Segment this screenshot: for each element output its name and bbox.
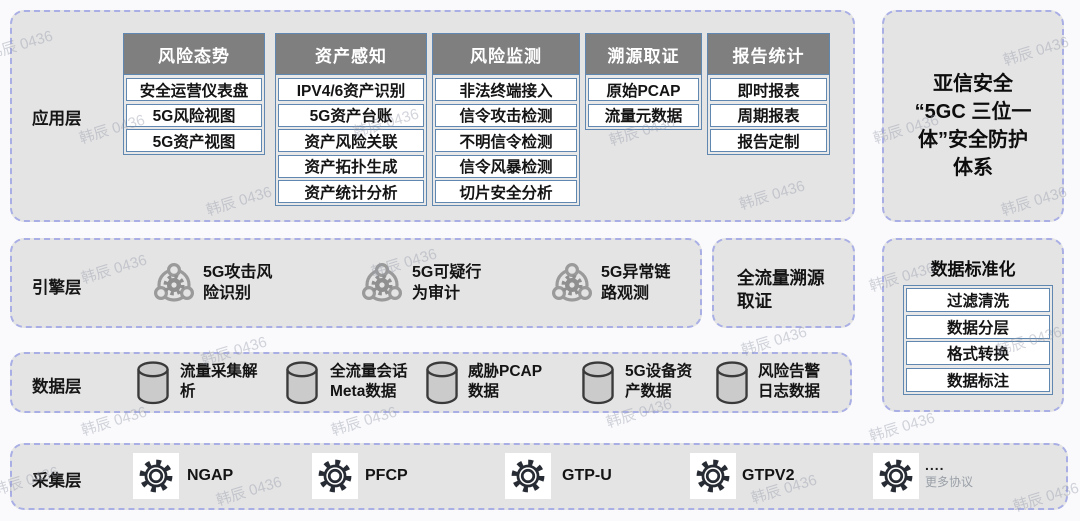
database-icon — [582, 361, 614, 405]
standardization-cell: 格式转换 — [906, 341, 1050, 366]
data-store-label: 5G设备资 产数据 — [625, 363, 693, 400]
engine-layer-label: 引擎层 — [32, 279, 82, 297]
gear-icon — [318, 459, 352, 493]
database-icon-wrap — [422, 359, 462, 412]
app-column-cell: 流量元数据 — [588, 103, 699, 127]
database-icon-wrap — [712, 359, 752, 412]
engine-icon-wrap — [358, 259, 406, 312]
engine-icon-wrap — [150, 259, 198, 312]
app-column-cell: 安全运营仪表盘 — [126, 78, 262, 101]
full-traffic-forensics-panel — [712, 238, 855, 328]
app-column-cell: 报告定制 — [710, 129, 827, 153]
database-icon — [716, 361, 748, 405]
gear-icon — [511, 459, 545, 493]
gear-chip — [690, 453, 736, 499]
protocol-label: PFCP — [365, 467, 408, 484]
app-column-header: 溯源取证 — [586, 34, 701, 75]
data-standardization-title: 数据标准化 — [930, 260, 1016, 279]
app-column-cell: IPV4/6资产识别 — [278, 78, 424, 101]
app-column-cell: 资产拓扑生成 — [278, 154, 424, 178]
watermark: 韩辰 0436 — [867, 409, 937, 446]
app-column-cell: 信令风暴检测 — [435, 154, 577, 178]
data-store-label: 威胁PCAP 数据 — [468, 363, 543, 400]
application-layer-label: 应用层 — [32, 110, 82, 128]
protocol-label: GTP-U — [562, 467, 612, 484]
full-traffic-forensics-label: 全流量溯源 取证 — [737, 268, 825, 311]
app-column-cell: 切片安全分析 — [435, 180, 577, 204]
protocol-label: GTPV2 — [742, 467, 795, 484]
app-column: 风险监测非法终端接入信令攻击检测不明信令检测信令风暴检测切片安全分析 — [432, 33, 580, 207]
gear-chip — [133, 453, 179, 499]
engine-capability-label: 5G可疑行 为审计 — [412, 264, 482, 302]
data-store-label: 风险告警 日志数据 — [758, 363, 821, 400]
system-title: 亚信安全 “5GC 三位一 体”安全防护 体系 — [914, 73, 1032, 179]
app-column-cell: 5G资产台账 — [278, 103, 424, 127]
more-protocols-dots: .... — [925, 457, 945, 473]
engine-capability-label: 5G异常链 路观测 — [601, 264, 671, 302]
database-icon — [426, 361, 458, 405]
gear-chip — [312, 453, 358, 499]
app-column-cell: 非法终端接入 — [435, 78, 577, 101]
app-column-header: 风险态势 — [124, 34, 264, 75]
database-icon — [286, 361, 318, 405]
gear-icon — [139, 459, 173, 493]
gear-chip — [873, 453, 919, 499]
app-column-header: 报告统计 — [708, 34, 829, 75]
gear-icon — [879, 459, 913, 493]
database-icon — [137, 361, 169, 405]
data-store-label: 全流量会话 Meta数据 — [330, 363, 408, 400]
protocol-label: NGAP — [187, 467, 234, 484]
app-column: 报告统计即时报表周期报表报告定制 — [707, 33, 830, 156]
app-column-header: 资产感知 — [276, 34, 426, 75]
app-column-cell: 资产统计分析 — [278, 180, 424, 204]
data-standardization-table: 过滤清洗数据分层格式转换数据标注 — [903, 285, 1053, 395]
database-icon-wrap — [282, 359, 322, 412]
app-column-cell: 信令攻击检测 — [435, 103, 577, 127]
gear-chip — [505, 453, 551, 499]
app-column-header: 风险监测 — [433, 34, 579, 75]
system-title-panel — [882, 10, 1064, 222]
database-icon-wrap — [133, 359, 173, 412]
standardization-cell: 数据分层 — [906, 314, 1050, 339]
engine-trefoil-icon — [551, 262, 593, 302]
data-layer-label: 数据层 — [32, 378, 82, 396]
standardization-cell: 数据标注 — [906, 367, 1050, 392]
data-store-label: 流量采集解 析 — [180, 363, 258, 400]
engine-icon-wrap — [548, 259, 596, 312]
app-column-cell: 5G风险视图 — [126, 103, 262, 127]
engine-trefoil-icon — [153, 262, 195, 302]
engine-layer-panel — [10, 238, 702, 328]
app-column-cell: 周期报表 — [710, 103, 827, 127]
gear-icon — [696, 459, 730, 493]
app-column-cell: 即时报表 — [710, 78, 827, 101]
more-protocols-label: 更多协议 — [925, 475, 974, 489]
app-column-cell: 不明信令检测 — [435, 129, 577, 153]
app-column-cell: 5G资产视图 — [126, 129, 262, 153]
app-column-cell: 原始PCAP — [588, 78, 699, 101]
engine-capability-label: 5G攻击风 险识别 — [203, 264, 273, 302]
database-icon-wrap — [578, 359, 618, 412]
collection-layer-label: 采集层 — [32, 472, 82, 490]
standardization-cell: 过滤清洗 — [906, 288, 1050, 312]
app-column-cell: 资产风险关联 — [278, 129, 424, 153]
engine-trefoil-icon — [361, 262, 403, 302]
